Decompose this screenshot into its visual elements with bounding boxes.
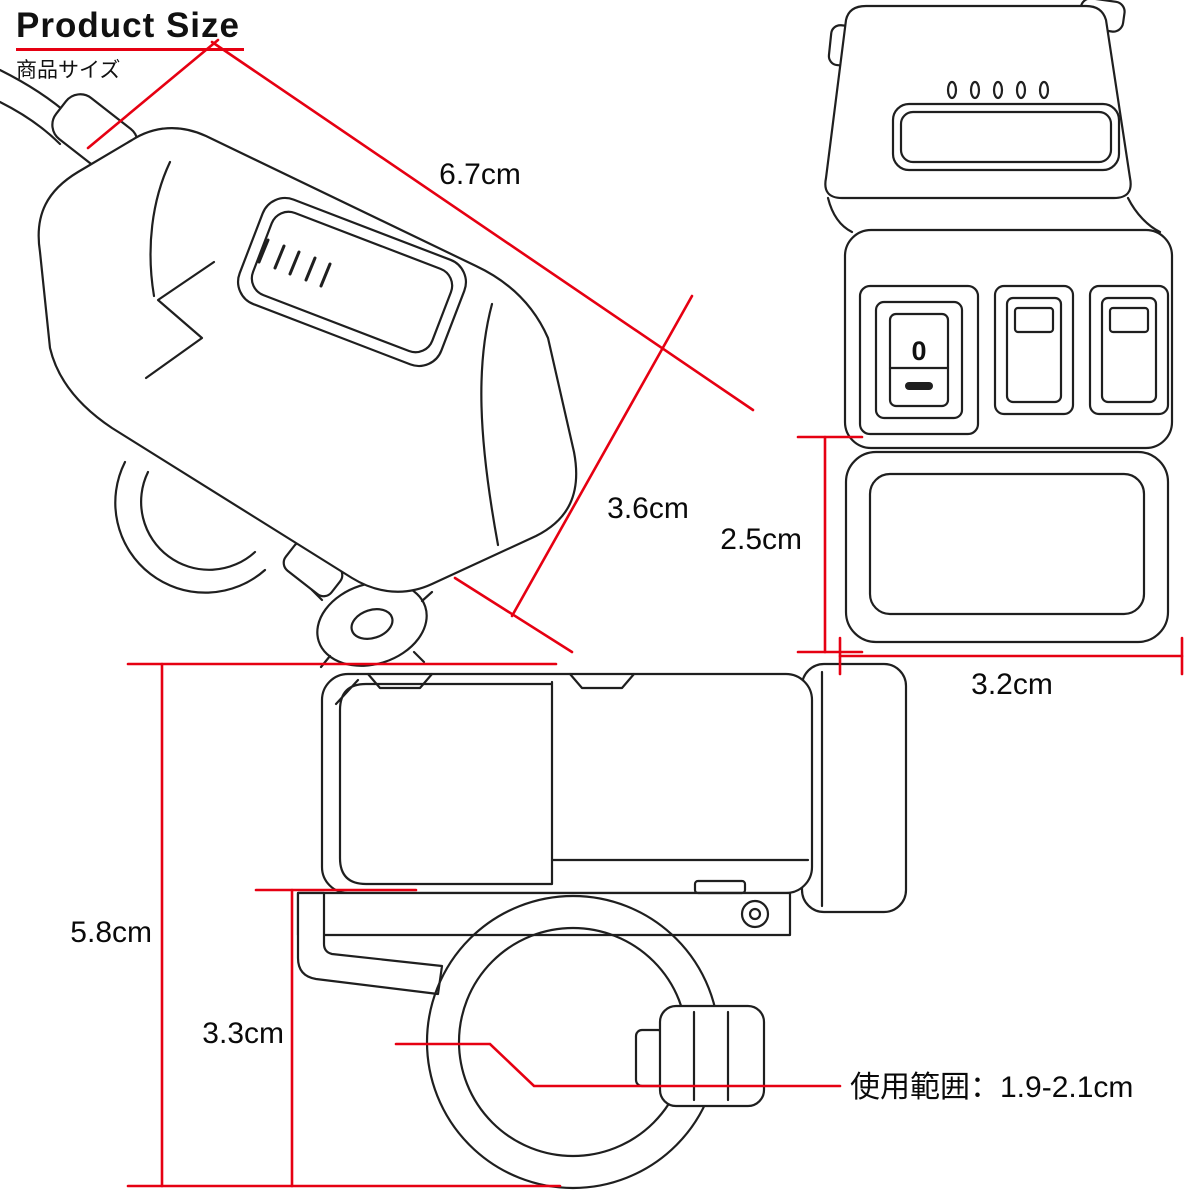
dimension-lines [86,38,1184,1188]
cover-window [891,102,1121,172]
cover-outline [334,678,554,886]
vent-holes [946,80,1050,100]
side-view [296,662,908,1190]
flip-cover [237,196,467,368]
clamp-knob [634,1004,766,1108]
end-cap [800,662,908,914]
switch-off-mark: 0 [911,336,926,366]
shoulder-lines [826,196,1162,234]
title-underline [16,48,244,51]
usage-range-label: 使用範囲：1.9-2.1cm [850,1071,1133,1104]
page-header: Product Size 商品サイズ [16,8,244,84]
vent-slots [257,238,332,288]
usb-port-2 [1088,284,1170,416]
dim-label-clamp-height: 3.3cm [202,1017,284,1050]
power-switch: 0 [858,284,980,436]
screw-head [740,899,770,929]
dim-label-length: 6.7cm [439,158,521,191]
usage-leader-line [394,1042,842,1088]
dim-tick-length-start [86,38,220,150]
bracket-arm [296,891,444,996]
mount-clamp [114,460,434,669]
switch-on-mark [905,382,933,390]
mount-bracket-front [844,450,1170,644]
perspective-view [0,68,578,669]
body-seam-end-face [480,302,500,547]
dim-line-depth [510,294,694,618]
page-subtitle: 商品サイズ [16,59,121,82]
dimension-labels: 6.7cm 3.6cm 2.5cm 3.2cm 5.8cm 3.3cm 使用範囲… [70,158,1133,1104]
dim-label-front-width: 3.2cm [971,668,1053,701]
dim-tick-depth-end [453,576,574,654]
front-face [843,228,1174,450]
front-view: 0 [824,0,1174,644]
top-notches [366,672,636,690]
dim-label-total-height: 5.8cm [70,916,152,949]
usb-port-1 [993,284,1075,416]
thumb-screw-knob [316,581,428,667]
page-title: Product Size [16,6,240,45]
top-cap [824,0,1132,200]
fold-mark [144,260,216,380]
dim-label-depth: 3.6cm [607,492,689,525]
body-seam-cable-end [149,160,172,298]
device-body [37,127,578,593]
dim-label-bracket-height: 2.5cm [720,523,802,556]
switch-rocker [888,312,950,408]
